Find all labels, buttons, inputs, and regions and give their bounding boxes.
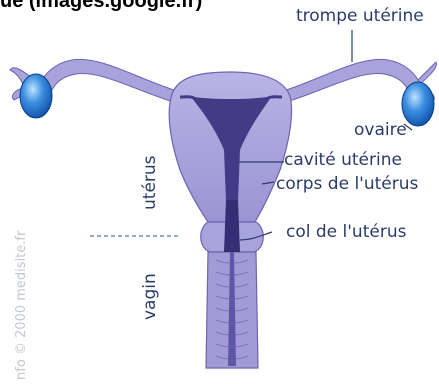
label-cavite-uterine: cavité utérine	[284, 150, 402, 170]
label-trompe-uterine: trompe utérine	[296, 6, 424, 26]
label-vagin-vertical: vagin	[140, 273, 160, 320]
header-title: ue (images.google.fr)	[0, 0, 202, 13]
right-ovary	[402, 82, 434, 126]
label-corps-uterus: corps de l'utérus	[276, 174, 418, 194]
label-col-uterus: col de l'utérus	[286, 222, 406, 242]
left-fallopian-tube	[40, 59, 180, 104]
copyright-text: nfo © 2000 medisite.fr	[14, 231, 29, 380]
label-ovaire: ovaire	[354, 120, 407, 140]
right-tube-lumen	[268, 97, 282, 98]
label-uterus-vertical: utérus	[140, 155, 160, 210]
right-fallopian-tube	[280, 59, 420, 104]
left-tube-lumen	[180, 97, 194, 98]
cervical-canal	[224, 200, 240, 252]
left-ovary	[20, 74, 52, 118]
